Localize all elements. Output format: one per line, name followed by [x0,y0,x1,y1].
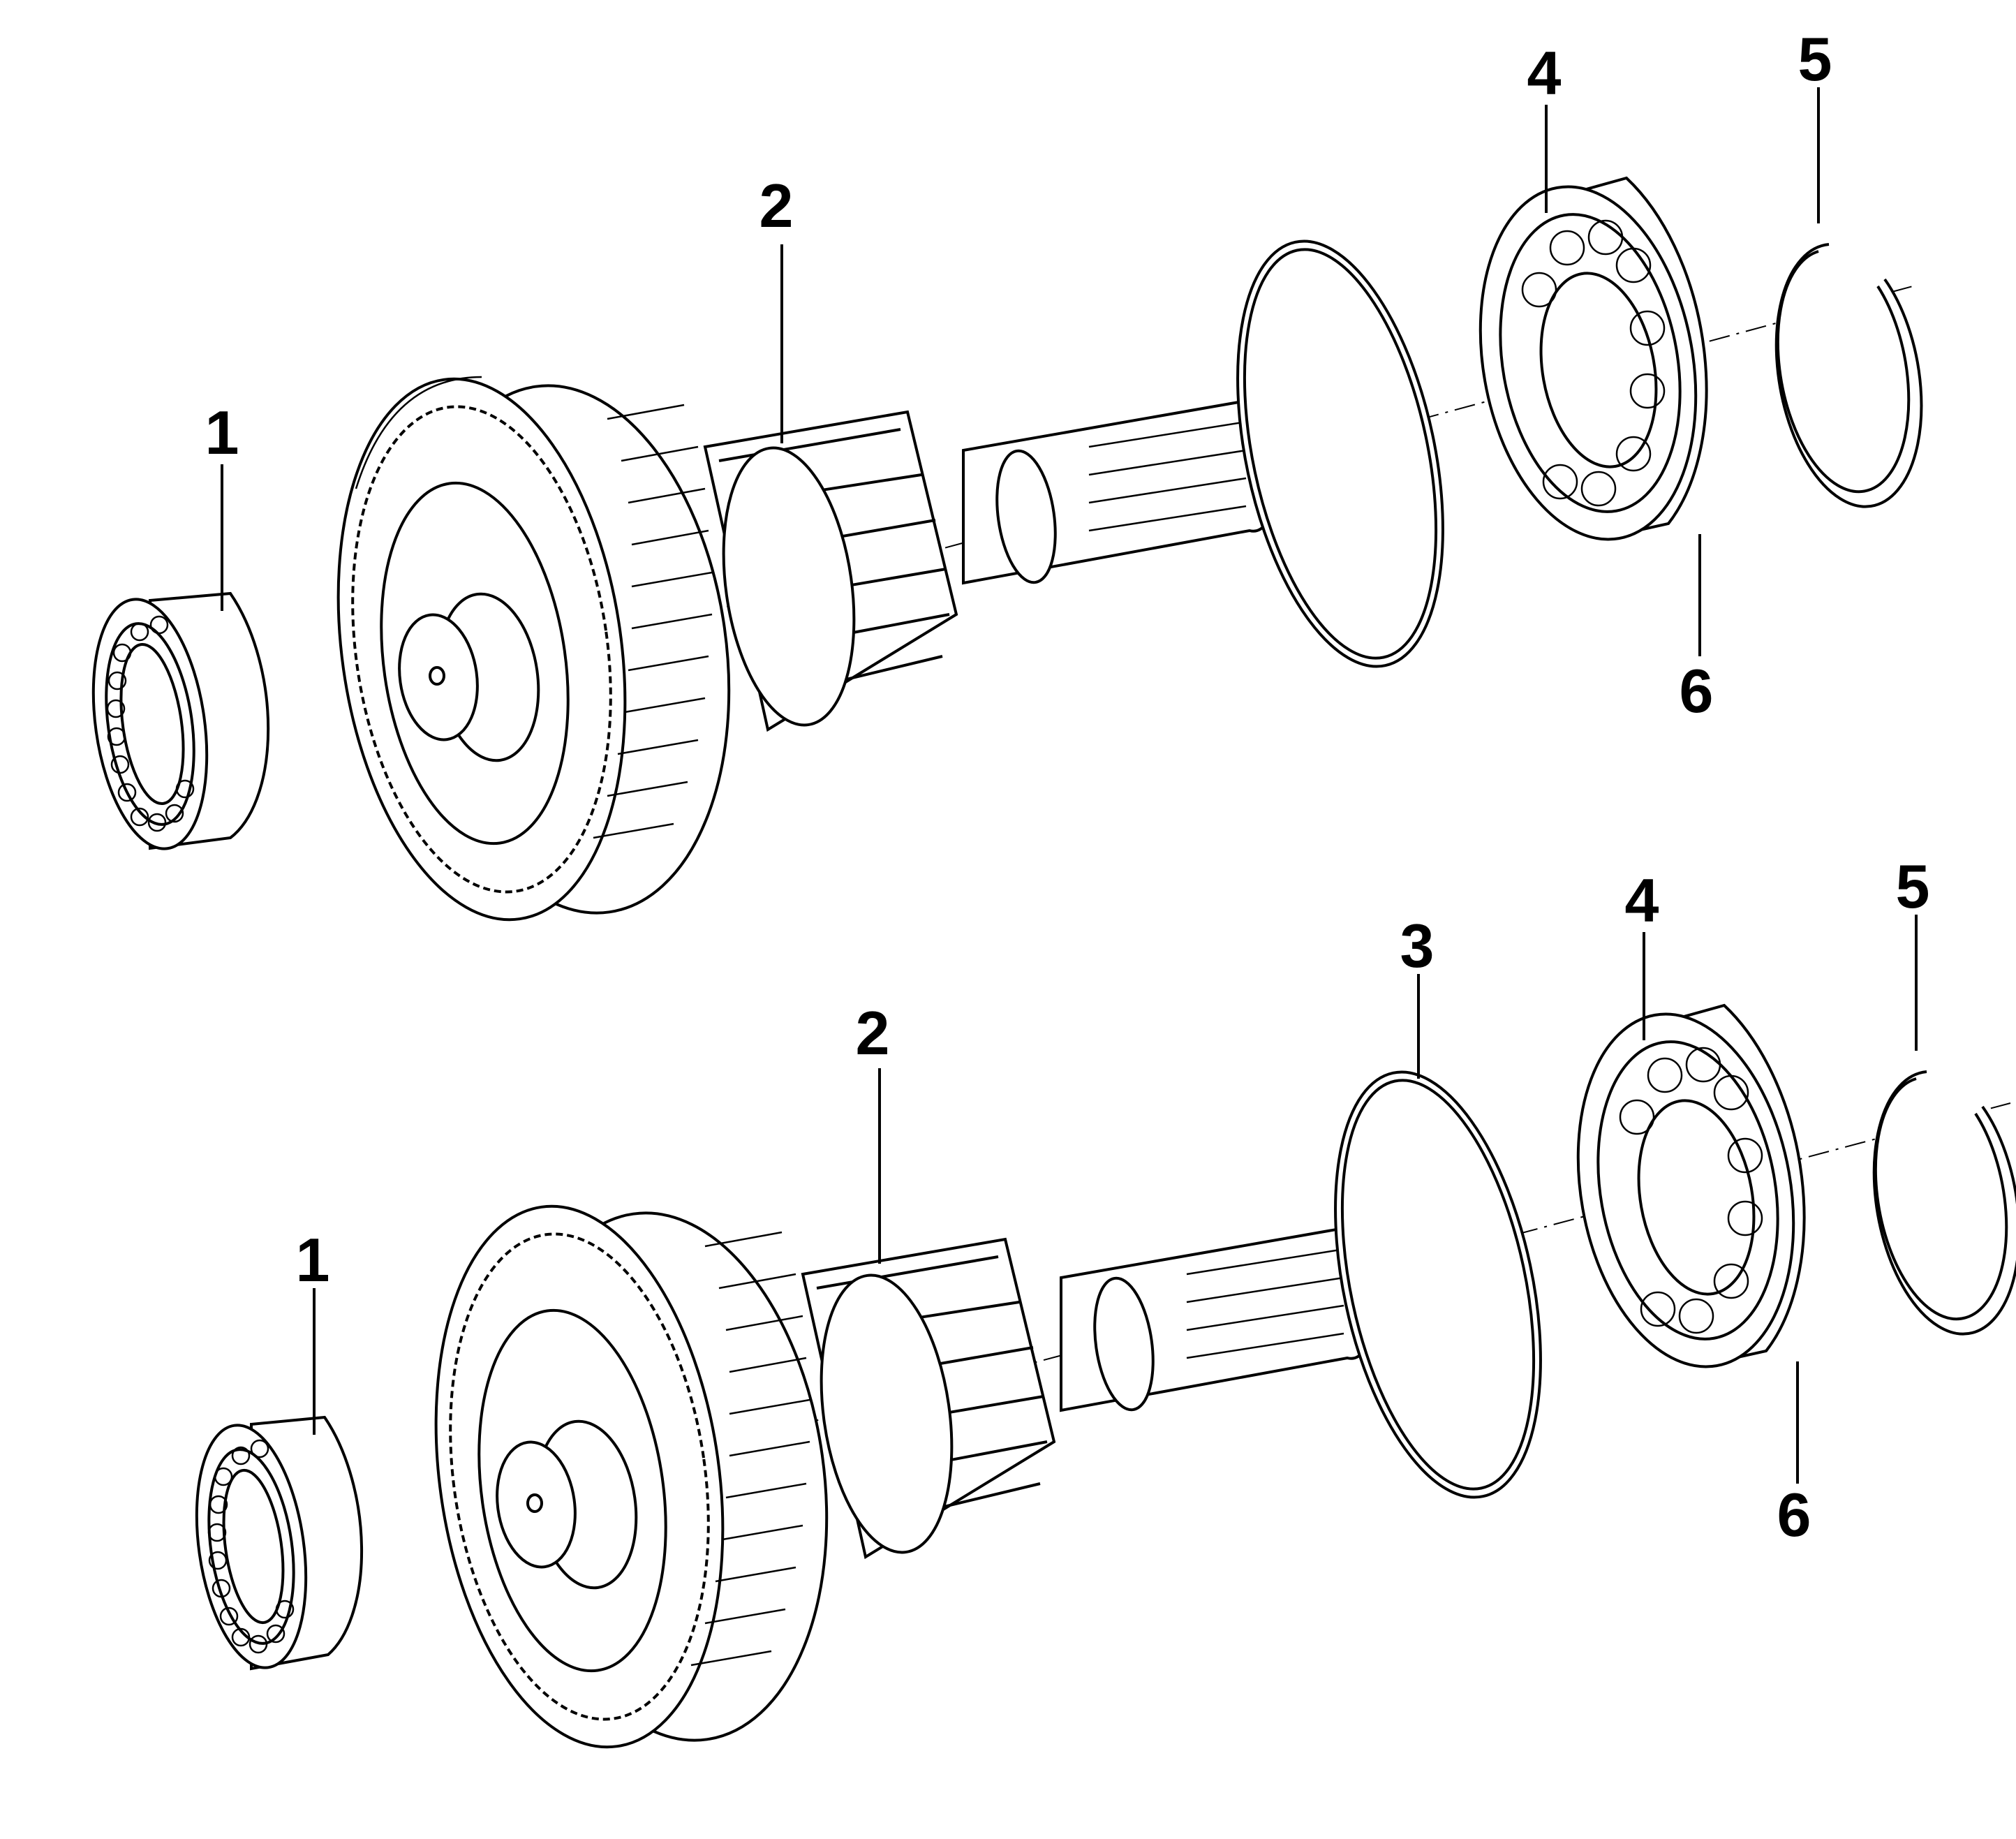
lower-callout-5: 5 [1896,852,1930,921]
upper-assembly: 1 2 4 5 6 [91,24,1923,922]
upper-roller-bearing [91,591,270,850]
lower-roller-bearing [195,1415,364,1671]
lower-callout-6: 6 [1777,1480,1811,1549]
upper-callout-6: 6 [1680,656,1714,725]
lower-circlip [1872,1070,2016,1336]
upper-callout-2: 2 [759,171,794,240]
upper-large-ring [1236,239,1444,668]
lower-gear-shaft [434,1204,1376,1749]
lower-ball-bearing [1576,1003,1806,1368]
upper-gear-shaft [336,376,1278,922]
lower-callout-3: 3 [1400,911,1435,980]
lower-callout-4: 4 [1625,866,1659,935]
lower-assembly: 1 2 3 4 5 6 [195,852,2016,1749]
lower-large-ring [1334,1070,1542,1499]
upper-circlip [1774,243,1923,508]
lower-callout-2: 2 [856,998,890,1068]
upper-callout-1: 1 [205,398,239,467]
upper-ball-bearing [1478,176,1708,541]
upper-callout-4: 4 [1527,38,1562,108]
upper-callout-5: 5 [1798,24,1832,94]
lower-callout-1: 1 [296,1225,330,1294]
